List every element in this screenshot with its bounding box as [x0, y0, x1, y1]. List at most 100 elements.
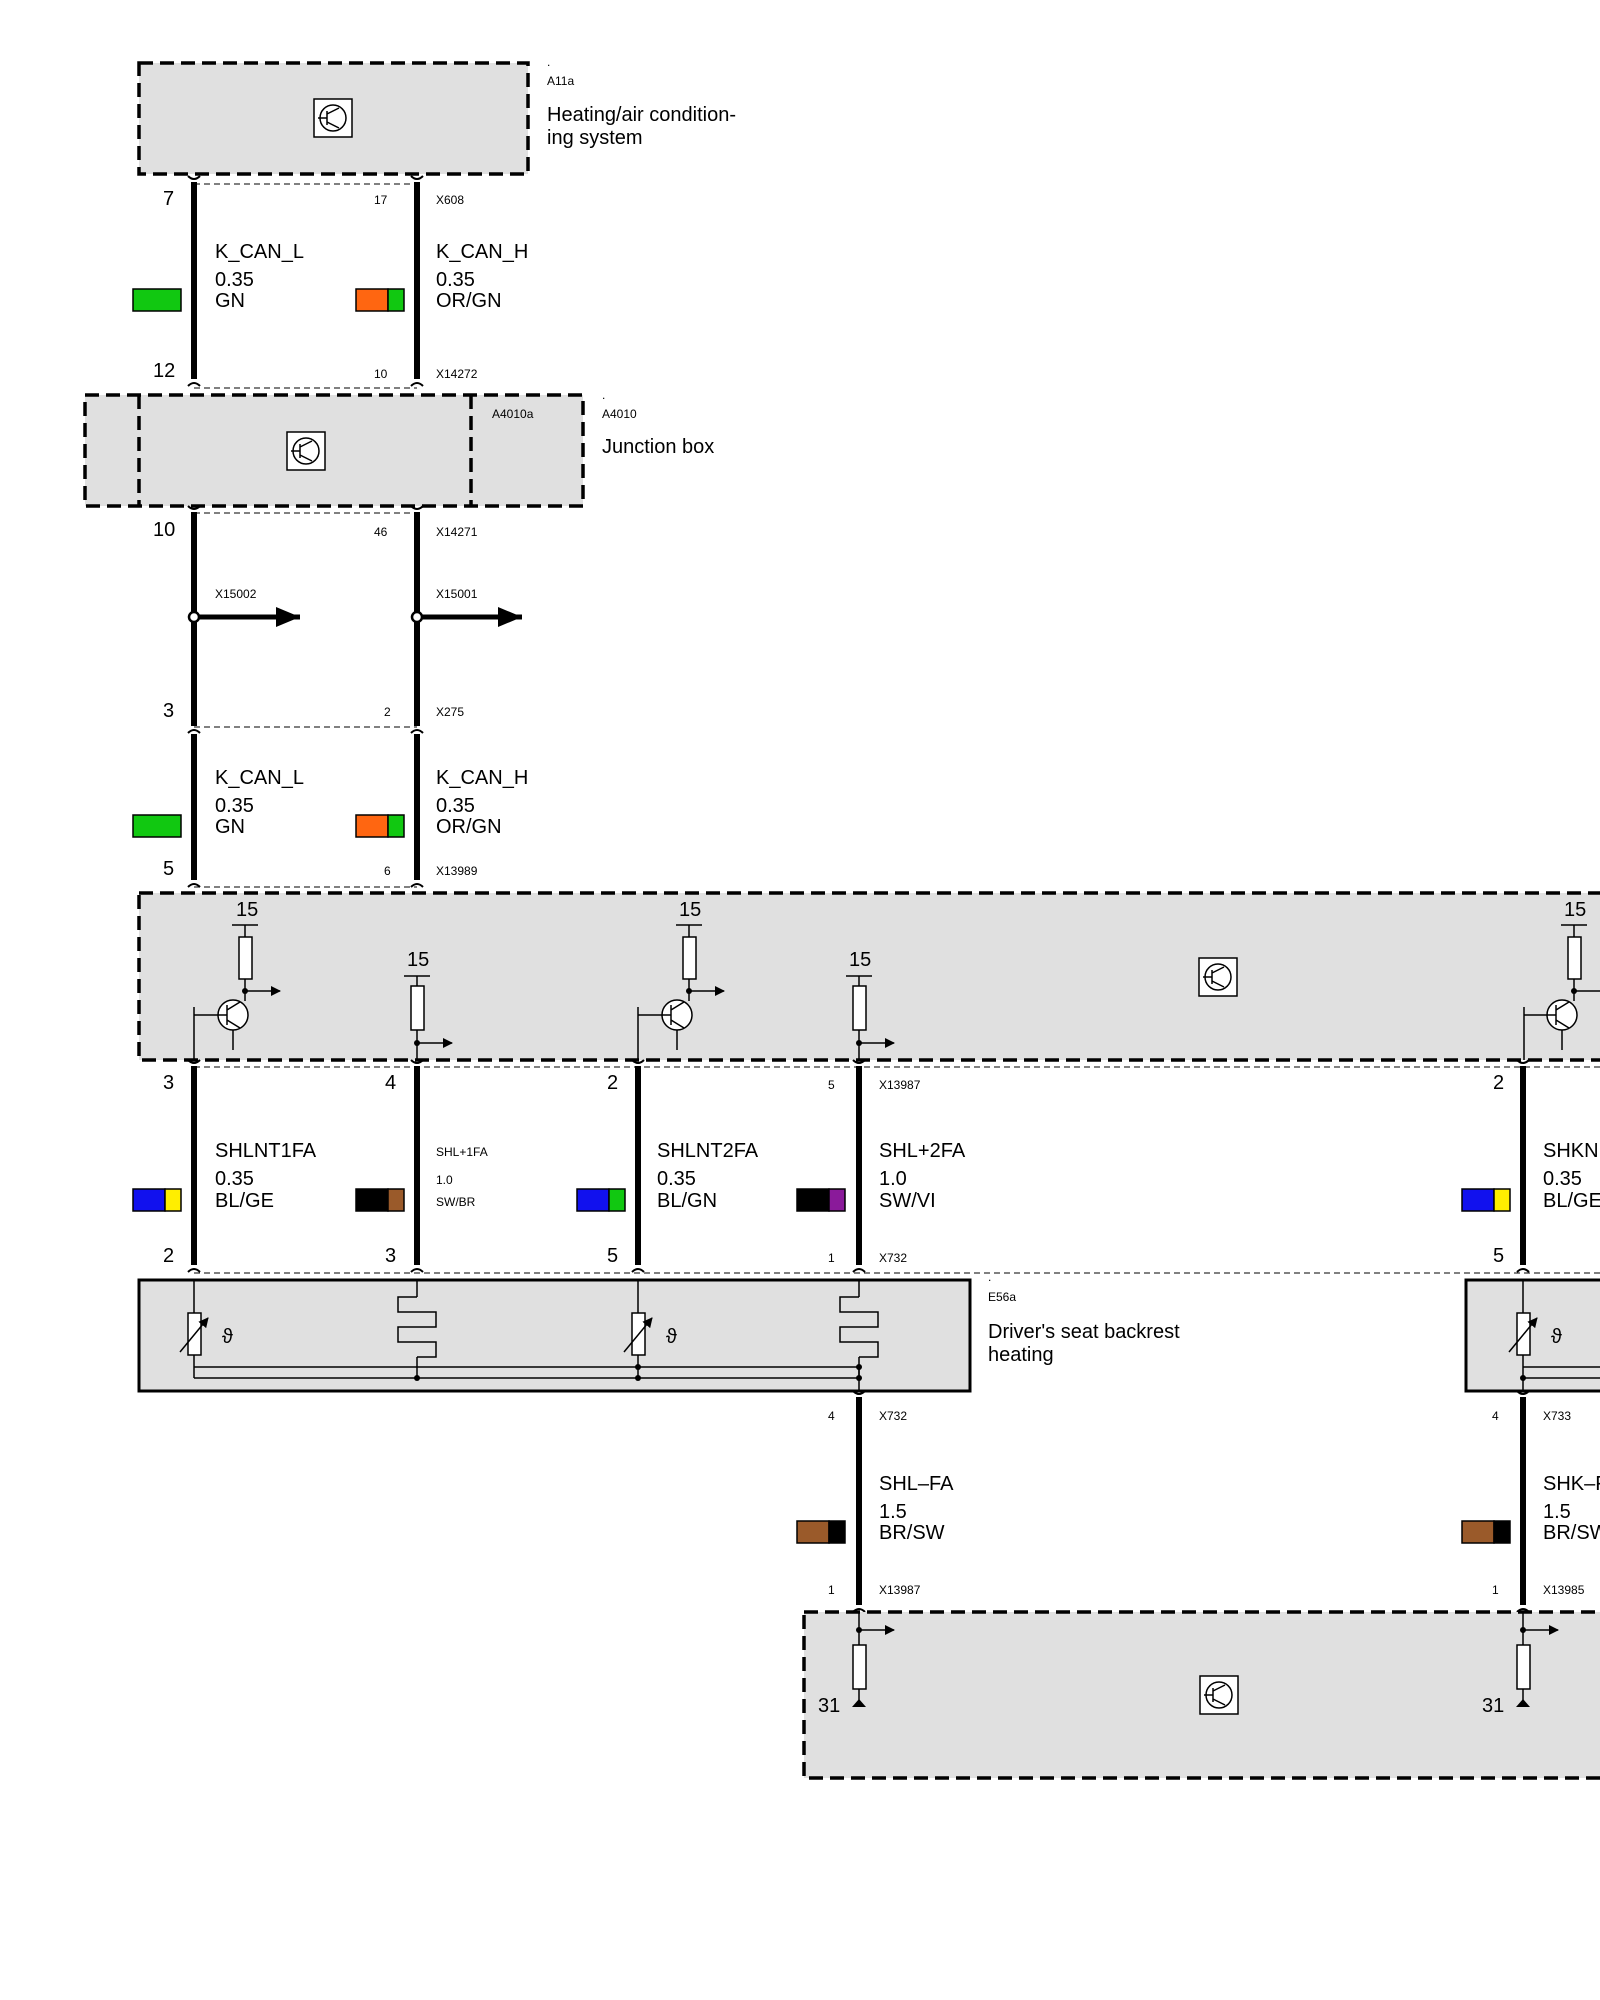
supply-label: 15: [1564, 899, 1586, 921]
wire-signal: K_CAN_L: [215, 767, 304, 789]
ntc-sensor-1: ϑ: [179, 1280, 233, 1378]
connector-x13985: 1 X13985: [1492, 1583, 1585, 1597]
x14271-label: X14271: [436, 525, 478, 539]
wire-color: OR/GN: [436, 290, 502, 312]
pin-label: 5: [607, 1245, 618, 1267]
wire-color-swatch: [355, 814, 405, 838]
wire-color-swatch: [132, 814, 182, 838]
wire-signal: SHL+2FA: [879, 1140, 966, 1162]
internal-transistor-circuit-1: 15: [194, 899, 281, 1050]
x14272-label: X14272: [436, 367, 478, 381]
a11a-code: A11a: [547, 74, 574, 88]
connector-x275: 3 2 X275: [163, 700, 464, 728]
wire-signal: SHLNT1FA: [215, 1140, 317, 1162]
wire-size: 1.0: [879, 1168, 907, 1190]
connector-x13989: 5 6 X13989: [163, 858, 478, 888]
x275-left-pin: 3: [163, 700, 174, 722]
wire-kcan-l-upper: K_CAN_L 0.35 GN: [132, 175, 304, 387]
wire-kcan-h-middle: X15001: [410, 505, 522, 734]
x608-left-pin: 7: [163, 188, 174, 210]
x275-label: X275: [436, 705, 464, 719]
wire-kcan-h-lower: K_CAN_H 0.35 OR/GN: [355, 734, 528, 888]
control-unit-icon: [313, 98, 353, 138]
e56a-code: E56a: [988, 1290, 1016, 1304]
wire-color: SW/VI: [879, 1190, 936, 1212]
control-unit-icon: [1198, 957, 1238, 997]
wire-color-swatch: [576, 1188, 626, 1212]
wire-signal: SHKN: [1543, 1140, 1599, 1162]
pin-label: 4: [385, 1072, 396, 1094]
internal-transistor-circuit-2: 15: [638, 899, 725, 1050]
x275-right-pin: 2: [384, 705, 391, 719]
wire-color: GN: [215, 290, 245, 312]
module-seat-heating-control: 15 15 15: [137, 891, 1600, 1062]
wire-color: BR/SW: [879, 1522, 945, 1544]
connector-x732-bottom: 4 X732: [828, 1409, 907, 1423]
wire-kcan-l-middle: X15002: [187, 505, 300, 734]
x13985-label: X13985: [1543, 1583, 1585, 1597]
wire-color-swatch: [355, 1188, 405, 1212]
wire-shl-minus-fa: SHL–FA 1.5 BR/SW: [796, 1390, 954, 1613]
internal-transistor-circuit-3: 15: [1524, 899, 1600, 1050]
wire-signal: K_CAN_H: [436, 767, 528, 789]
e56a-title-line2: heating: [988, 1344, 1054, 1366]
svg-text:ϑ: ϑ: [1551, 1326, 1562, 1348]
wire-color: BL/GE: [215, 1190, 274, 1212]
wire-kcan-l-lower: K_CAN_L 0.35 GN: [132, 734, 304, 888]
x13987-top-label: X13987: [879, 1078, 921, 1092]
connector-x13987-bottom: 1 X13987: [828, 1583, 921, 1597]
wire-signal: SHL+1FA: [436, 1145, 488, 1159]
module-seat-heating-control-ground: 31 31: [802, 1610, 1600, 1780]
wire-shk-minus-right: SHK–F 1.5 BR/SW: [1461, 1390, 1600, 1613]
a4010-inner-code: A4010a: [492, 407, 534, 421]
wire-shl2fa: SHL+2FA 1.0 SW/VI: [796, 1059, 966, 1273]
wire-signal: SHK–F: [1543, 1473, 1600, 1495]
ground-shunt-2: 31: [1482, 1612, 1559, 1717]
wire-size: 1.5: [879, 1501, 907, 1523]
x15001-label: X15001: [436, 587, 478, 601]
wire-color: OR/GN: [436, 816, 502, 838]
ground-label: 31: [1482, 1695, 1504, 1717]
control-unit-icon: [286, 431, 326, 471]
a4010-dot: .: [602, 388, 605, 402]
wire-size: 1.0: [436, 1173, 453, 1187]
x732-top-label: X732: [879, 1251, 907, 1265]
e56a-title-line1: Driver's seat backrest: [988, 1321, 1180, 1343]
x13989-label: X13989: [436, 864, 478, 878]
wire-color-swatch: [132, 1188, 182, 1212]
e56a-dot: .: [988, 1270, 991, 1284]
x14272-left-pin: 12: [153, 360, 175, 382]
pin-label: 1: [1492, 1583, 1499, 1597]
x13989-left-pin: 5: [163, 858, 174, 880]
pin-label: 1: [828, 1583, 835, 1597]
wire-color-swatch: [132, 288, 182, 312]
wire-color: BL/GE: [1543, 1190, 1600, 1212]
pin-label: 4: [1492, 1409, 1499, 1423]
x608-label: X608: [436, 193, 464, 207]
wire-color: GN: [215, 816, 245, 838]
wire-shl1fa: SHL+1FA 1.0 SW/BR: [355, 1059, 488, 1273]
x733-label: X733: [1543, 1409, 1571, 1423]
connector-x732-top: 2 3 5 1 X732 5: [163, 1245, 1600, 1274]
x15002-label: X15002: [215, 587, 257, 601]
a4010-title: Junction box: [602, 436, 714, 458]
right-bottom-pin: 5: [1493, 1245, 1504, 1267]
module-a4010: A4010a . A4010 Junction box: [83, 388, 714, 508]
x13987-bottom-label: X13987: [879, 1583, 921, 1597]
wire-size: 1.5: [1543, 1501, 1571, 1523]
connector-x733: 4 X733: [1492, 1409, 1571, 1423]
wire-signal: SHL–FA: [879, 1473, 954, 1495]
wire-signal: SHLNT2FA: [657, 1140, 759, 1162]
ground-shunt-1: 31: [818, 1612, 895, 1717]
wire-size: 0.35: [436, 269, 475, 291]
ground-label: 31: [818, 1695, 840, 1717]
supply-label: 15: [407, 949, 429, 971]
wire-kcan-h-upper: K_CAN_H 0.35 OR/GN: [355, 175, 528, 387]
x608-right-pin: 17: [374, 193, 388, 207]
connector-x13987-top: 3 4 2 5 X13987 2: [163, 1066, 1600, 1094]
wire-size: 0.35: [436, 795, 475, 817]
pin-label: 2: [163, 1245, 174, 1267]
supply-label: 15: [849, 949, 871, 971]
wire-size: 0.35: [215, 795, 254, 817]
svg-text:ϑ: ϑ: [666, 1326, 677, 1348]
